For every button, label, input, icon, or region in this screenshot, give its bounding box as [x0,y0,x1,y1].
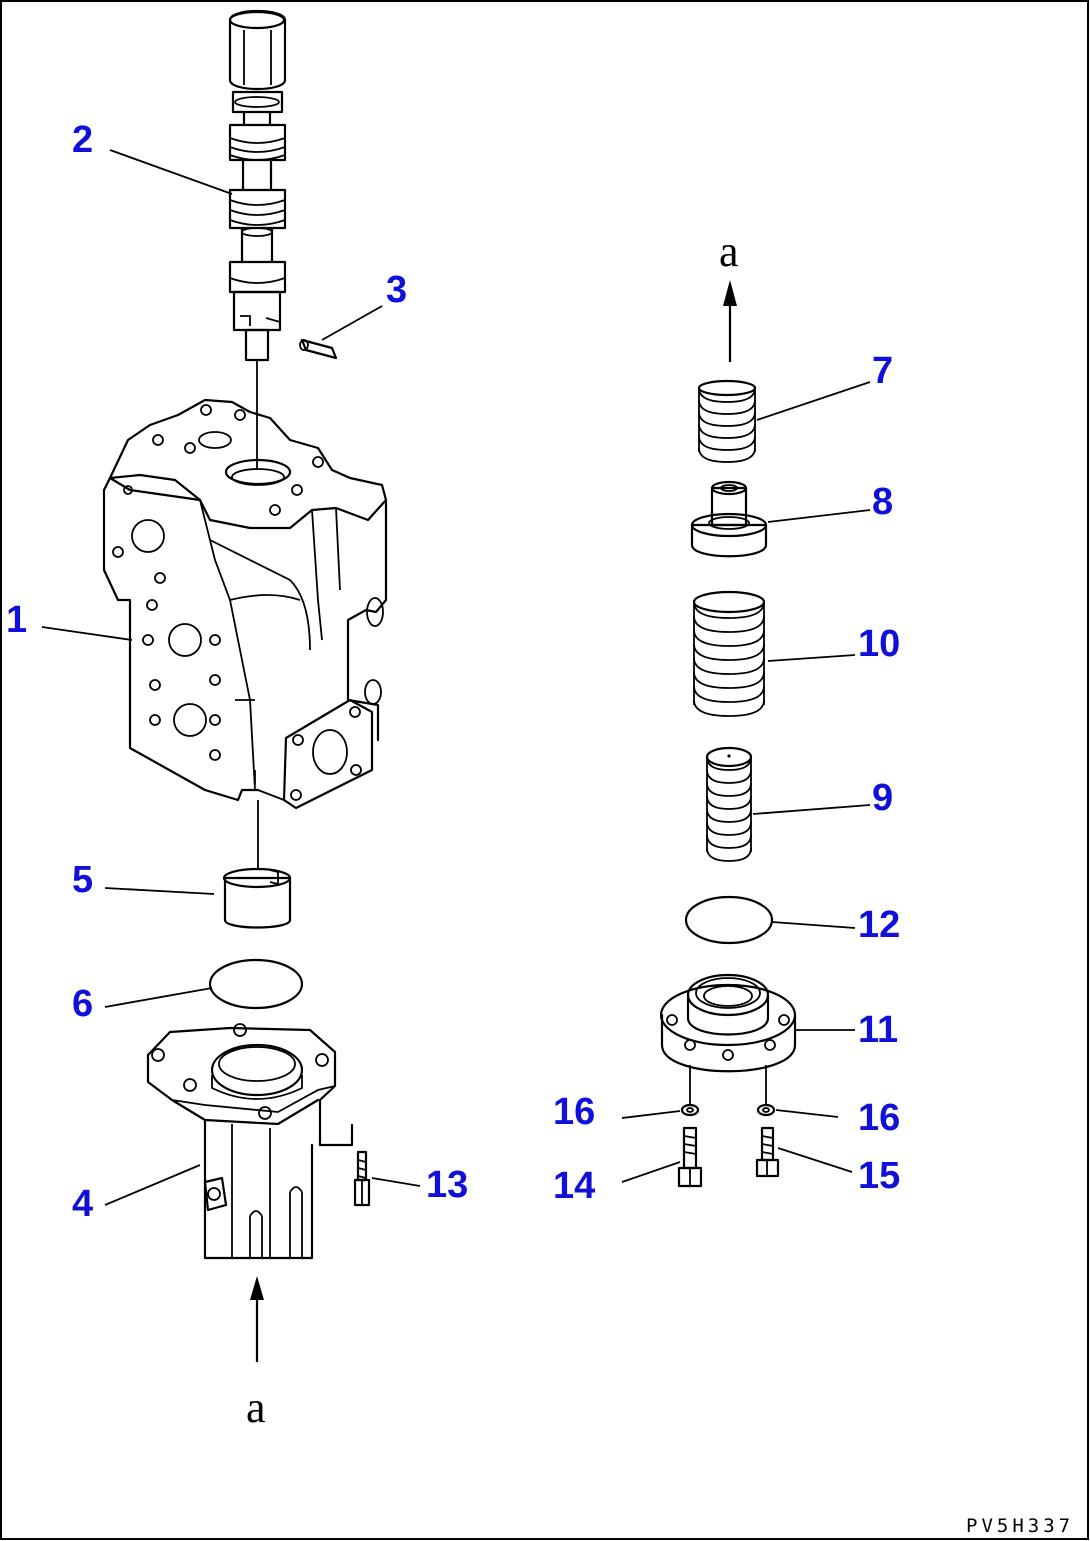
washer-16-right [756,1103,776,1117]
arrow-label-bottom: a [246,1383,266,1432]
pin-part [299,338,338,360]
callout-11: 11 [858,1009,898,1051]
callout-6: 6 [72,983,93,1025]
callout-3: 3 [386,269,407,311]
o-ring-12 [684,895,774,945]
callout-13: 13 [426,1164,468,1206]
flow-arrow-top [723,280,737,362]
valve-body [102,398,388,870]
bolt-13 [353,1150,371,1207]
callout-14: 14 [553,1165,595,1207]
bolt-15 [755,1126,780,1178]
callout-2: 2 [72,119,93,161]
cover-housing [146,1023,354,1260]
callout-9: 9 [872,777,893,819]
callout-4: 4 [72,1183,93,1225]
washer-16-left [680,1103,700,1117]
callout-5: 5 [72,859,93,901]
bolt-14 [677,1126,703,1188]
sleeve-part [222,867,292,929]
spring-9 [705,746,753,862]
leader-lines [41,149,871,1206]
callout-16-left: 16 [553,1091,595,1133]
arrow-label-top: a [719,227,739,276]
spring-10 [692,590,766,717]
callout-15: 15 [858,1155,900,1197]
o-ring-6 [208,958,304,1010]
callout-12: 12 [858,904,900,946]
cap-11 [659,973,797,1105]
drawing-code: PV5H337 [966,1515,1074,1537]
spool-assembly [228,10,287,470]
callout-10: 10 [858,623,900,665]
callout-1: 1 [6,599,27,641]
callout-16-right: 16 [858,1097,900,1139]
seat-8 [690,480,768,558]
flow-arrow-bottom [250,1276,264,1362]
callout-7: 7 [872,350,893,392]
callout-8: 8 [872,481,893,523]
spring-7 [697,379,757,463]
